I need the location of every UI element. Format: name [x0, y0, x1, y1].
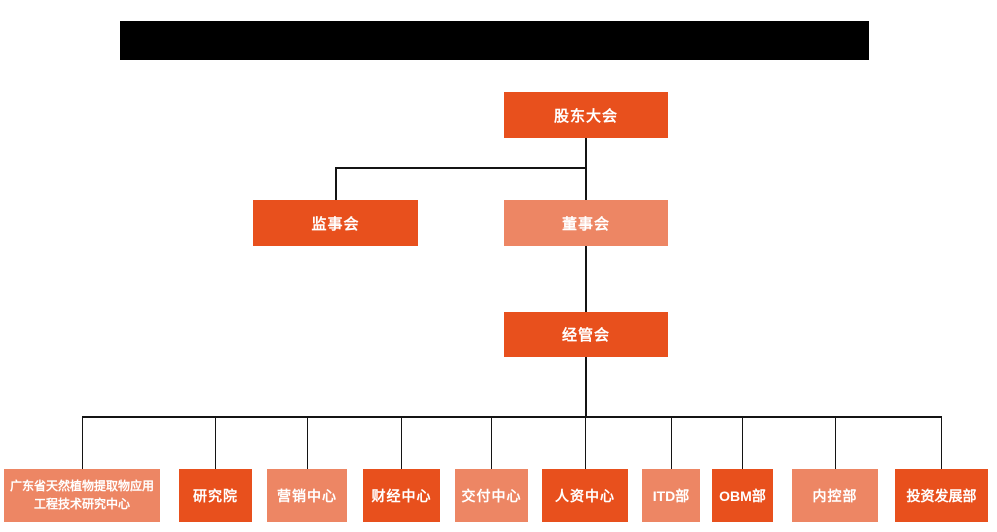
- connector-dept-drop: [585, 417, 586, 469]
- node-dept-internal-control: 内控部: [792, 469, 878, 522]
- node-shareholders-meeting: 股东大会: [504, 92, 668, 138]
- connector-dept-drop: [742, 417, 743, 469]
- node-label: OBM部: [719, 487, 766, 504]
- connector-dept-drop: [307, 417, 308, 469]
- connector-dept-drop: [835, 417, 836, 469]
- redacted-title-bar: [120, 21, 869, 60]
- node-supervisory-board: 监事会: [253, 200, 418, 246]
- node-dept-hr-center: 人资中心: [542, 469, 628, 522]
- connector-dept-drop: [941, 417, 942, 469]
- connector-dept-drop: [401, 417, 402, 469]
- node-label: 人资中心: [555, 487, 615, 504]
- node-label: 交付中心: [461, 487, 522, 504]
- node-label: 财经中心: [371, 487, 432, 504]
- connector-board-to-management: [585, 246, 587, 312]
- node-dept-research-center: 广东省天然植物提取物应用工程技术研究中心: [4, 469, 160, 522]
- connector-supervisory-drop: [335, 167, 337, 200]
- node-management-committee: 经管会: [504, 312, 668, 357]
- node-board-of-directors: 董事会: [504, 200, 668, 246]
- node-dept-investment-development: 投资发展部: [895, 469, 988, 522]
- connector-department-bus: [82, 416, 942, 418]
- node-dept-delivery-center: 交付中心: [455, 469, 528, 522]
- node-dept-finance-center: 财经中心: [363, 469, 440, 522]
- node-label: 研究院: [193, 487, 238, 504]
- node-label: 营销中心: [277, 487, 337, 504]
- node-label: ITD部: [652, 487, 690, 504]
- node-label: 内控部: [812, 487, 858, 504]
- node-label: 广东省天然植物提取物应用工程技术研究中心: [10, 479, 155, 511]
- connector-dept-drop: [671, 417, 672, 469]
- connector-dept-drop: [82, 417, 83, 469]
- node-dept-marketing-center: 营销中心: [267, 469, 347, 522]
- node-dept-research-institute: 研究院: [179, 469, 252, 522]
- node-label: 董事会: [561, 215, 610, 233]
- node-dept-itd: ITD部: [642, 469, 700, 522]
- node-label: 经管会: [561, 327, 610, 344]
- node-dept-obm: OBM部: [712, 469, 773, 522]
- node-label: 监事会: [311, 215, 360, 233]
- connector-horizontal-level2: [335, 167, 587, 169]
- connector-management-stem: [585, 357, 587, 417]
- connector-dept-drop: [215, 417, 216, 469]
- node-label: 股东大会: [553, 107, 618, 125]
- node-label: 投资发展部: [906, 487, 977, 504]
- connector-dept-drop: [491, 417, 492, 469]
